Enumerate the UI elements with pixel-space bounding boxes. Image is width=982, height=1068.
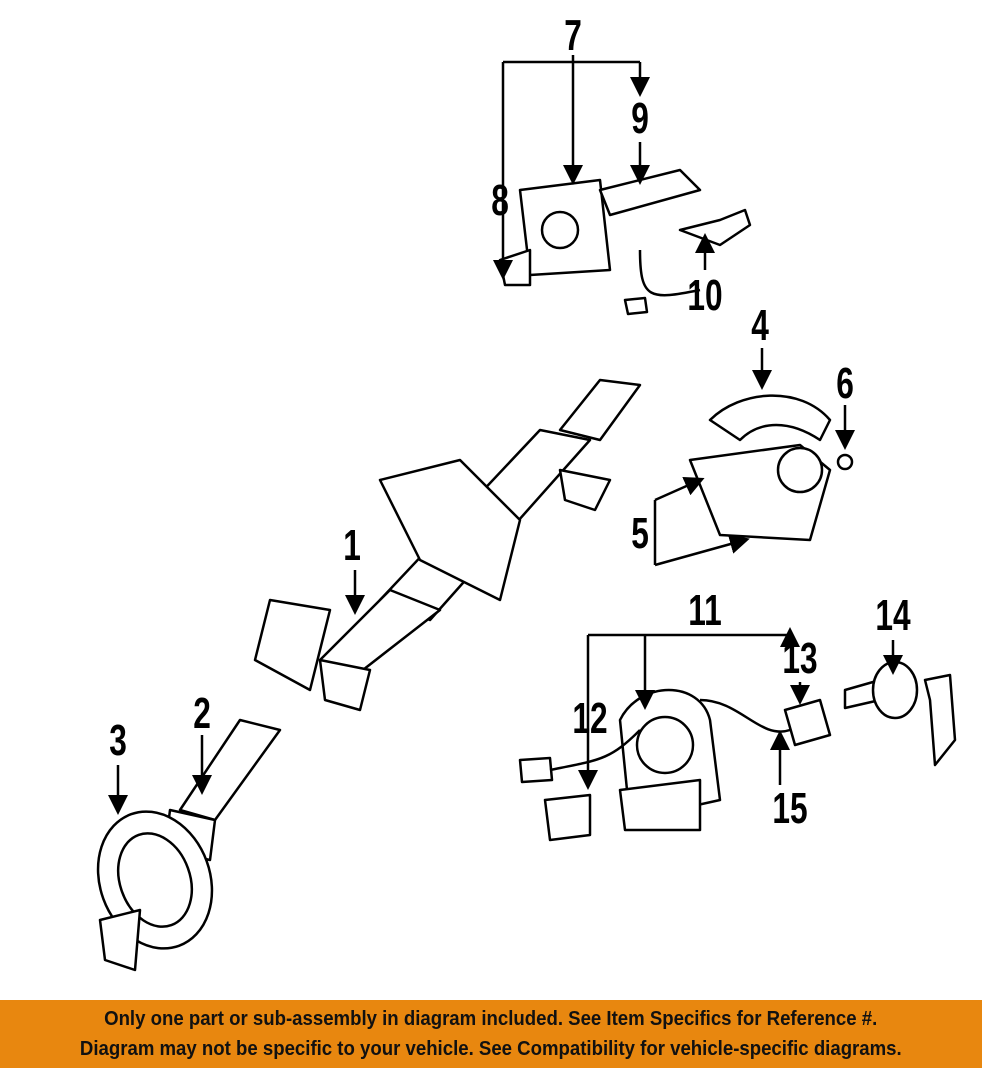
callout-number-2: 2: [193, 689, 211, 738]
combination-switch: [498, 168, 752, 316]
callout-number-5: 5: [631, 509, 649, 558]
steering-column-assembly: [253, 378, 642, 712]
callout-number-10: 10: [687, 271, 722, 320]
leader-lines: [108, 55, 903, 815]
callout-number-15: 15: [772, 784, 807, 833]
callout-number-1: 1: [343, 521, 361, 570]
disclaimer-line-1: Only one part or sub-assembly in diagram…: [104, 1008, 878, 1030]
column-covers: [688, 394, 854, 542]
disclaimer-line-2: Diagram may not be specific to your vehi…: [80, 1038, 902, 1060]
callout-number-14: 14: [875, 591, 911, 640]
callout-number-11: 11: [688, 586, 721, 635]
callout-number-7: 7: [564, 11, 582, 60]
lock-cylinder-and-keys: [843, 660, 957, 767]
callout-number-6: 6: [836, 359, 854, 408]
callout-number-9: 9: [631, 94, 649, 143]
callout-number-4: 4: [751, 301, 769, 350]
ignition-lock-housing: [518, 688, 832, 842]
disclaimer-banner: Only one part or sub-assembly in diagram…: [0, 1000, 982, 1068]
callout-number-3: 3: [109, 716, 127, 765]
callout-number-13: 13: [782, 634, 817, 683]
callout-number-12: 12: [572, 694, 607, 743]
callout-number-8: 8: [491, 176, 509, 225]
steering-boot: [96, 810, 214, 972]
